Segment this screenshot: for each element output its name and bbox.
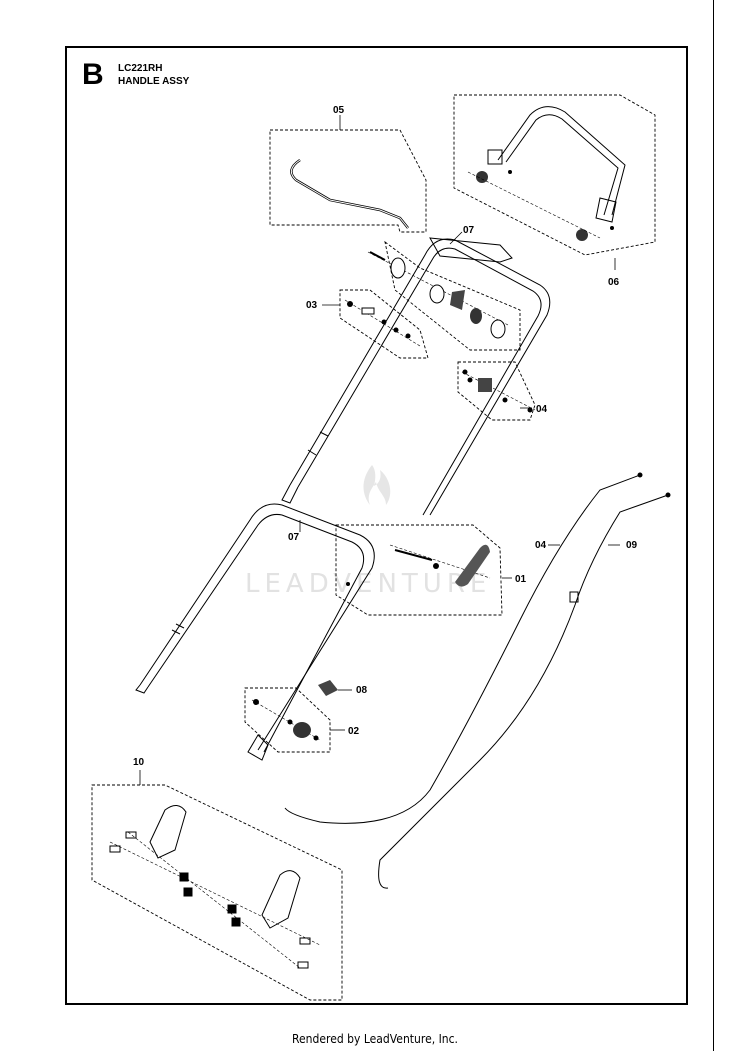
lower-handle (135, 503, 375, 761)
model-number: LC221RH (118, 63, 163, 74)
cables (284, 472, 671, 889)
group-box-06 (453, 94, 656, 256)
group-box-01 (335, 524, 503, 616)
watermark: LEADVENTURE (245, 465, 491, 599)
callout-05: 05 (333, 105, 345, 116)
group-box-10 (91, 784, 343, 1001)
cable-09 (378, 494, 669, 889)
callout-01: 01 (515, 574, 527, 585)
callout-10: 10 (133, 757, 145, 768)
part-10-brackets (109, 805, 321, 969)
group-box-05 (269, 129, 427, 233)
callout-07-top: 07 (463, 225, 475, 236)
part-05-rod-inner (290, 159, 409, 229)
knob-hardware (367, 251, 509, 339)
callout-04-right: 04 (536, 404, 548, 415)
group-boxes (91, 94, 656, 1001)
group-box-04 (457, 361, 536, 421)
part-01-lever (346, 544, 491, 587)
callout-07-lower: 07 (288, 532, 300, 543)
leader-lines (139, 115, 620, 785)
part-05-rod (290, 158, 409, 229)
diagram-frame (65, 46, 688, 1005)
part-06-loop-handle (487, 106, 626, 223)
callout-06: 06 (608, 277, 620, 288)
group-box-02 (244, 687, 331, 753)
assembly-title: HANDLE ASSY (118, 76, 190, 87)
part-04-hardware (461, 369, 536, 413)
section-letter: B (82, 58, 104, 91)
page-edge-rule (713, 0, 714, 1051)
callout-04-cable: 04 (535, 540, 547, 551)
group-box-handle-knobs (384, 240, 521, 351)
part-02-hardware (251, 699, 321, 741)
callout-09: 09 (626, 540, 638, 551)
flame-logo-icon (363, 465, 391, 505)
upper-handle (281, 237, 551, 516)
cable-04 (284, 474, 641, 824)
callout-03: 03 (306, 300, 318, 311)
footer-credit: Rendered by LeadVenture, Inc. (291, 1032, 458, 1046)
group-box-03 (339, 289, 429, 359)
part-06-clamps (467, 170, 614, 241)
part-08-clip (318, 680, 338, 696)
callout-08: 08 (356, 685, 368, 696)
callout-02: 02 (348, 726, 360, 737)
part-03-hardware (344, 299, 421, 347)
watermark-text: LEADVENTURE (245, 569, 491, 599)
